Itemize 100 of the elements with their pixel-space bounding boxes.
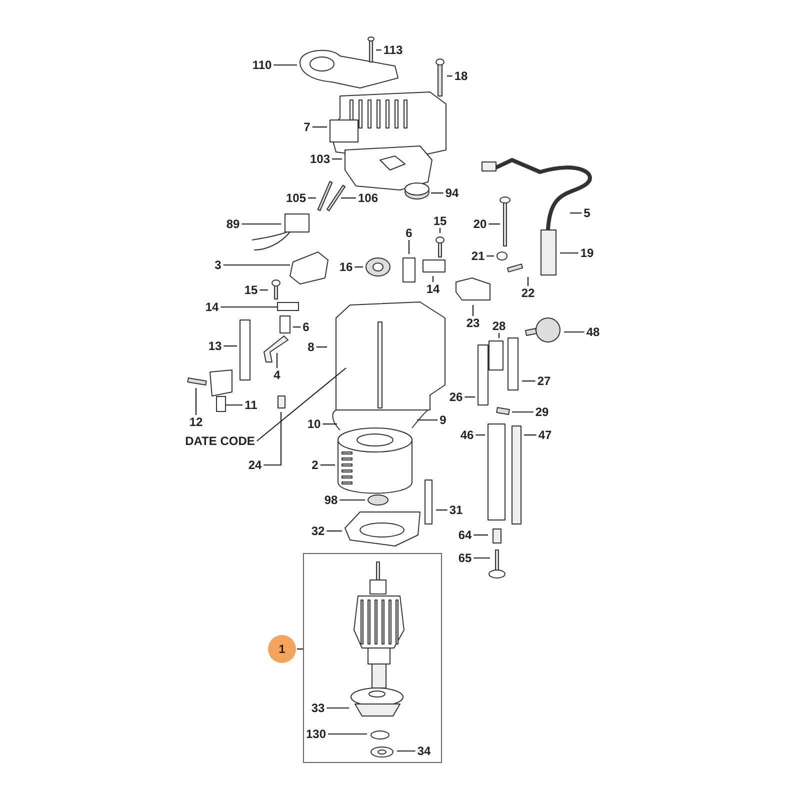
leader-line	[564, 331, 584, 333]
leader-line	[498, 333, 500, 338]
leader-line	[328, 733, 367, 735]
leader-line	[242, 223, 281, 225]
callout-number: 14	[425, 282, 441, 296]
leader-line	[417, 419, 438, 421]
callout-number: 64	[457, 528, 473, 542]
callout-number: 65	[457, 551, 473, 565]
leader-line	[472, 305, 474, 316]
callout-number: 8	[306, 340, 316, 354]
callout-badge: 1	[268, 635, 296, 663]
callout-number: 89	[225, 217, 241, 231]
callout-number: 33	[310, 701, 326, 715]
callout-number: 106	[356, 191, 380, 205]
leader-line	[354, 266, 363, 268]
callout-number: 113	[382, 43, 404, 57]
leader-line	[276, 353, 278, 368]
leader-line	[522, 380, 536, 382]
callout-number: 10	[306, 417, 322, 431]
callout-number: 14	[204, 300, 220, 314]
leader-line	[447, 75, 452, 77]
callout-number: 13	[207, 339, 223, 353]
callout-number: 6	[302, 320, 310, 334]
callout-number: 48	[585, 325, 601, 339]
callout-number: 32	[310, 524, 326, 538]
callout-number: 20	[472, 217, 488, 231]
date-code-label: DATE CODE	[184, 434, 256, 448]
leader-line	[326, 707, 349, 709]
callout-number: 12	[188, 415, 204, 429]
callout-number: 34	[416, 744, 432, 758]
leader-line	[439, 228, 441, 233]
callout-number: 7	[302, 120, 312, 134]
callout-number: 4	[272, 368, 282, 382]
leader-line	[322, 423, 337, 425]
callout-number: 46	[459, 428, 475, 442]
callout-number: 9	[438, 413, 448, 427]
callout-number: 47	[537, 428, 553, 442]
callout-number: 21	[470, 249, 486, 263]
leader-line	[431, 192, 444, 194]
leader-line	[226, 404, 243, 406]
leader-line	[297, 648, 303, 650]
callout-number: 29	[534, 405, 550, 419]
callout-number: 28	[491, 319, 507, 333]
leader-line	[316, 346, 327, 348]
clamp-part	[277, 302, 299, 311]
leader-line	[220, 306, 277, 308]
callout-number: 23	[465, 316, 481, 330]
leader-line	[408, 240, 410, 254]
callout-number: 22	[520, 286, 536, 300]
callout-number: 11	[244, 398, 258, 412]
leader-line	[524, 434, 536, 436]
leader-line	[223, 264, 290, 266]
leader-line	[474, 557, 490, 559]
leader-line	[332, 158, 342, 160]
callout-number: 2	[310, 458, 320, 472]
callout-number: 15	[432, 214, 448, 228]
leader-line	[527, 277, 529, 286]
callout-number: 19	[579, 246, 595, 260]
leader-line	[397, 750, 416, 752]
leader-line	[432, 276, 434, 282]
callout-number: 110	[251, 58, 273, 72]
callout-number: 31	[448, 503, 464, 517]
callout-number: 6	[404, 226, 414, 240]
callout-number: 24	[247, 458, 263, 472]
callout-number: 94	[444, 186, 460, 200]
leader-line	[486, 255, 494, 257]
post-part	[216, 396, 226, 412]
callout-number: 16	[338, 260, 354, 274]
leader-line	[326, 530, 342, 532]
callout-number: 15	[243, 283, 259, 297]
callout-number: 18	[453, 69, 469, 83]
callout-number: 5	[582, 206, 592, 220]
leader-line	[340, 499, 365, 501]
leader-line	[560, 252, 578, 254]
leader-line	[320, 464, 335, 466]
leader-line	[293, 326, 301, 328]
leader-line	[260, 289, 268, 291]
leader-line	[341, 197, 356, 199]
leader-line	[308, 197, 316, 199]
callout-number: 98	[323, 493, 339, 507]
leader-line	[195, 388, 197, 415]
leader-line	[224, 345, 237, 347]
callout-number: 105	[284, 191, 308, 205]
leader-line	[570, 212, 582, 214]
leader-line	[256, 368, 346, 442]
leader-line	[512, 411, 534, 413]
leader-line	[376, 49, 382, 51]
callout-number: 26	[448, 390, 464, 404]
leader-line	[264, 412, 282, 466]
leader-line	[464, 396, 475, 398]
assembly-frame	[303, 553, 442, 763]
leader-line	[436, 509, 448, 511]
leader-line	[474, 534, 488, 536]
callout-number: 130	[304, 727, 328, 741]
leader-line	[476, 434, 485, 436]
callout-number: 3	[214, 258, 222, 272]
callout-number: 103	[308, 152, 332, 166]
callout-number: 27	[536, 374, 552, 388]
leader-line	[274, 64, 297, 66]
leader-line	[312, 126, 327, 128]
